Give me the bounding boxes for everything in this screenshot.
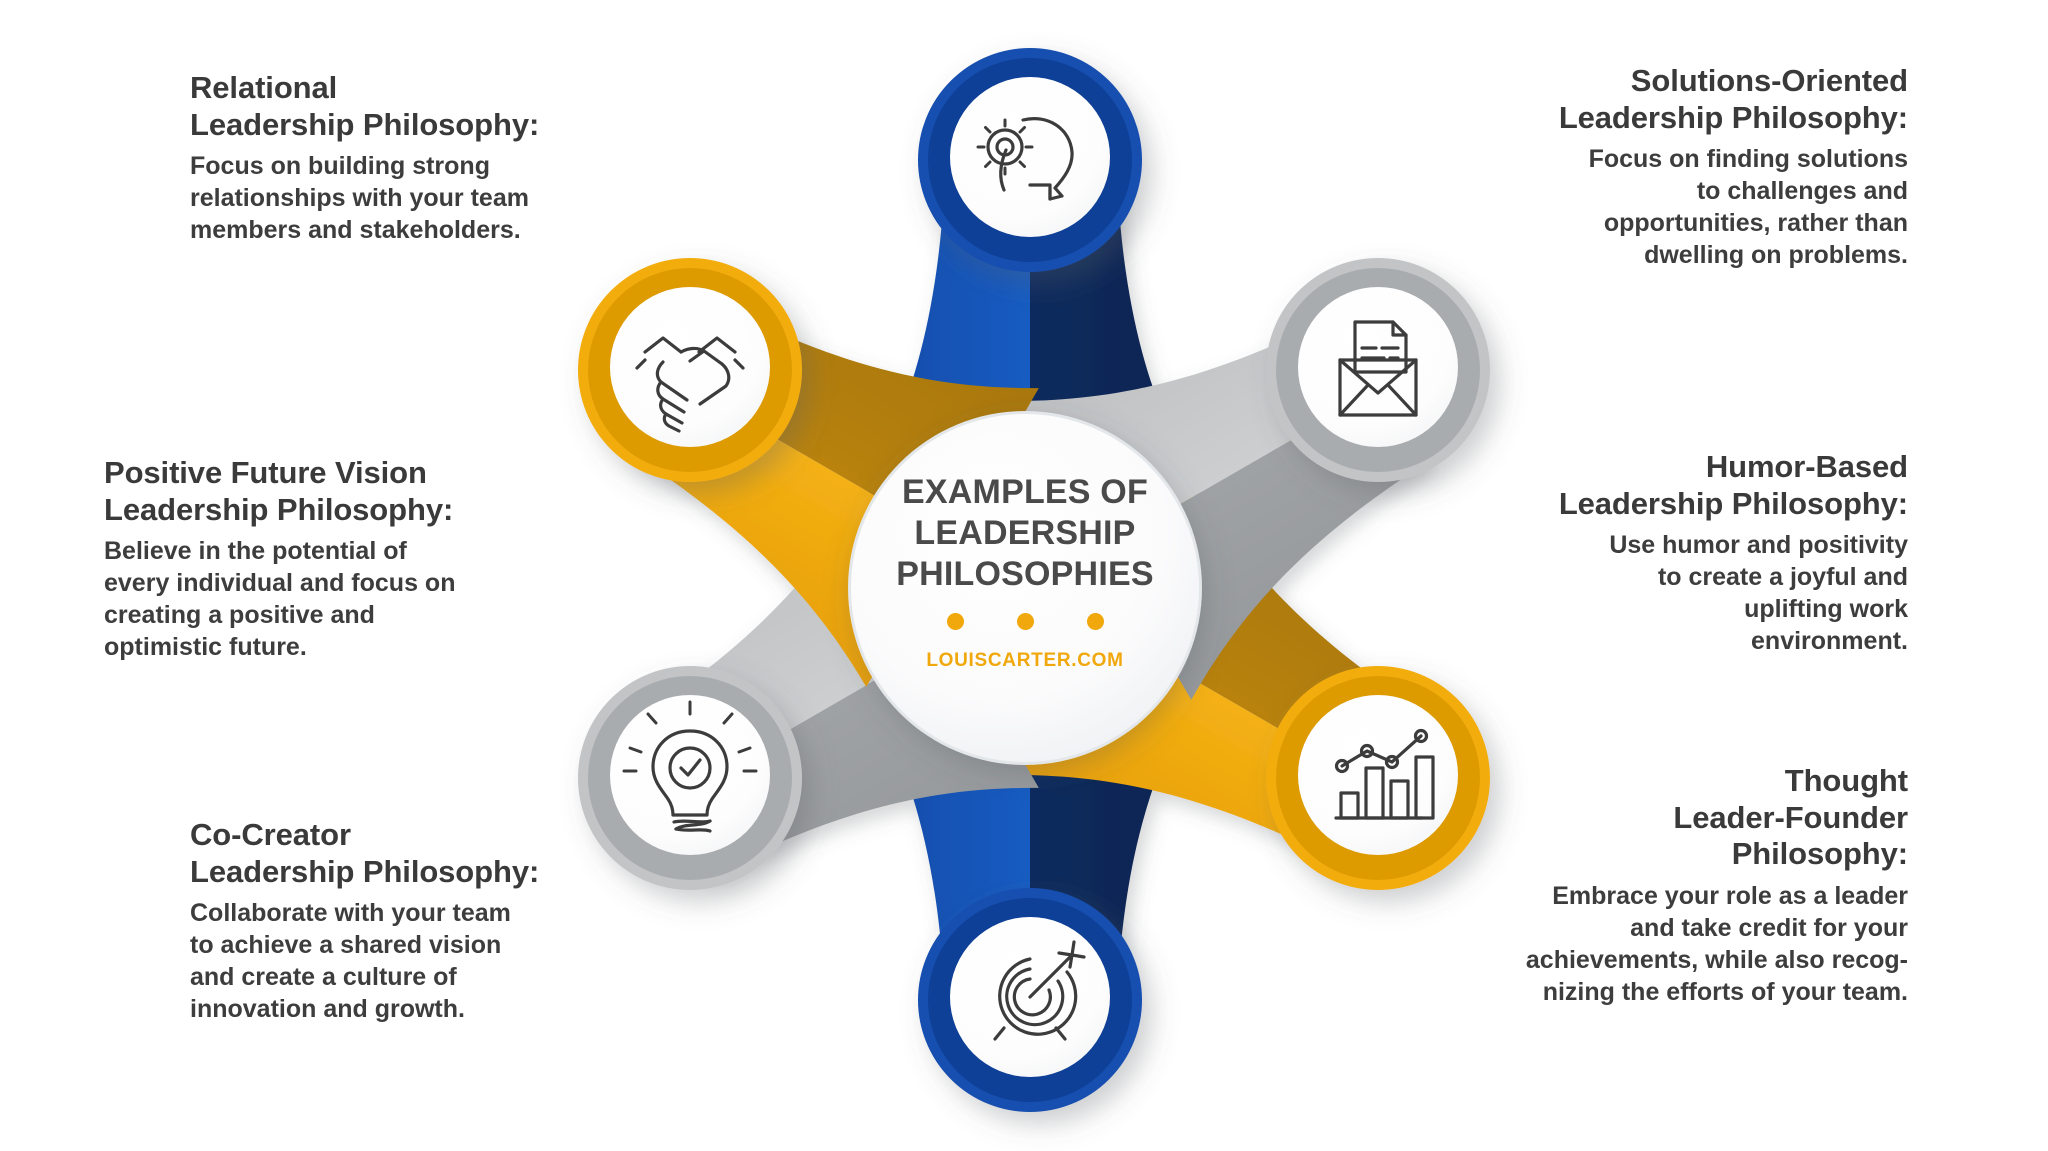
block-positive-future-vision: Positive Future Vision Leadership Philos… — [104, 455, 534, 663]
block-cocreator-title: Co-Creator Leadership Philosophy: — [190, 817, 540, 889]
center-hub[interactable] — [848, 411, 1202, 765]
block-relational-title: Relational Leadership Philosophy: — [190, 70, 540, 142]
node-bottom-center[interactable] — [918, 888, 1142, 1112]
node-bottom-right[interactable] — [1266, 666, 1490, 890]
block-relational-body: Focus on building strong relationships w… — [190, 152, 529, 245]
envelope-mail-icon — [1338, 320, 1418, 417]
node-top-center[interactable] — [918, 48, 1142, 272]
block-relational: Relational Leadership Philosophy: Focus … — [190, 70, 590, 246]
block-solutions-title: Solutions-Oriented Leadership Philosophy… — [1558, 63, 1908, 135]
block-positive-title: Positive Future Vision Leadership Philos… — [104, 455, 454, 527]
block-co-creator: Co-Creator Leadership Philosophy: Collab… — [190, 817, 600, 1025]
block-humor-body: Use humor and positivity to create a joy… — [1609, 531, 1908, 656]
block-positive-body: Believe in the potential of every indivi… — [104, 537, 456, 662]
node-top-left[interactable] — [578, 258, 802, 482]
head-gear-icon — [976, 117, 1074, 201]
block-humor-title: Humor-Based Leadership Philosophy: — [1558, 449, 1908, 521]
target-arrow-icon — [993, 940, 1086, 1041]
node-top-right[interactable] — [1266, 258, 1490, 482]
block-cocreator-body: Collaborate with your team to achieve a … — [190, 899, 511, 1024]
block-solutions-oriented: Solutions-Oriented Leadership Philosophy… — [1448, 63, 1908, 271]
block-thought-title: Thought Leader-Founder Philosophy: — [1673, 763, 1908, 872]
lightbulb-check-icon — [622, 700, 758, 833]
bar-chart-icon — [1334, 728, 1435, 820]
block-humor-based: Humor-Based Leadership Philosophy: Use h… — [1460, 449, 1908, 657]
block-solutions-body: Focus on finding solutions to challenges… — [1588, 145, 1908, 270]
handshake-icon — [635, 336, 745, 433]
block-thought-leader-founder: Thought Leader-Founder Philosophy: Embra… — [1440, 763, 1908, 1008]
block-thought-body: Embrace your role as a leader and take c… — [1525, 881, 1908, 1006]
